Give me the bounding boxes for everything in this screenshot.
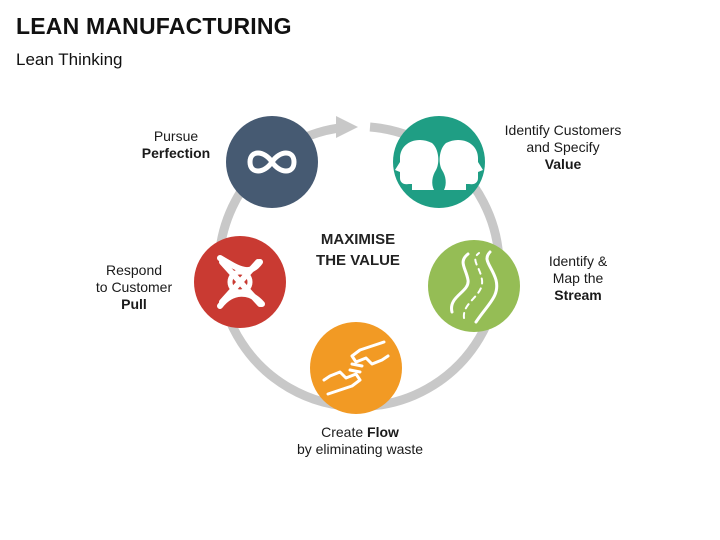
- flow-step-node: [310, 322, 402, 414]
- value-step-node: [393, 116, 485, 208]
- value-label-bold: Value: [544, 156, 582, 172]
- stream-label-bold: Stream: [554, 287, 602, 303]
- stream-step-node: [428, 240, 520, 332]
- value-label-line-2: and Specify: [526, 139, 600, 155]
- page-subtitle: Lean Thinking: [16, 50, 123, 69]
- perfection-step-node: [226, 116, 318, 208]
- flow-label-bold: Flow: [367, 424, 399, 440]
- winding-road-icon: [450, 250, 499, 324]
- cycle-arrowhead: [336, 116, 358, 138]
- flow-label-line-2: by eliminating waste: [296, 441, 424, 457]
- pull-label-line-2: to Customer: [95, 279, 173, 295]
- perfection-step-label: Pursue Perfection: [128, 128, 224, 162]
- stream-label-line-1: Identify &: [548, 253, 608, 269]
- stream-label-line-2: Map the: [552, 270, 604, 286]
- value-label-line-1: Identify Customers: [504, 122, 622, 138]
- page-title: LEAN MANUFACTURING: [16, 13, 292, 39]
- pointing-hands-icon: [322, 340, 390, 396]
- center-line-1: MAXIMISE: [320, 231, 396, 248]
- pull-label-line-1: Respond: [105, 262, 163, 278]
- flow-label-prefix: Create: [321, 424, 368, 440]
- center-line-2: THE VALUE: [316, 252, 400, 269]
- pull-label-bold: Pull: [121, 296, 147, 312]
- value-step-label: Identify Customers and Specify Value: [493, 122, 633, 173]
- stream-step-label: Identify & Map the Stream: [528, 253, 628, 304]
- center-message: MAXIMISE THE VALUE: [290, 229, 426, 271]
- pull-step-label: Respond to Customer Pull: [84, 262, 184, 313]
- pull-step-node: [194, 236, 286, 328]
- faces-icon: [395, 140, 483, 190]
- flow-label-line-1: Create Flow: [280, 424, 440, 441]
- perfection-label-bold: Perfection: [141, 145, 211, 161]
- perfection-label-line-1: Pursue: [153, 128, 199, 144]
- knot-icon: [217, 255, 265, 309]
- infinity-icon: [247, 150, 297, 174]
- flow-step-label: Create Flow by eliminating waste: [280, 424, 440, 458]
